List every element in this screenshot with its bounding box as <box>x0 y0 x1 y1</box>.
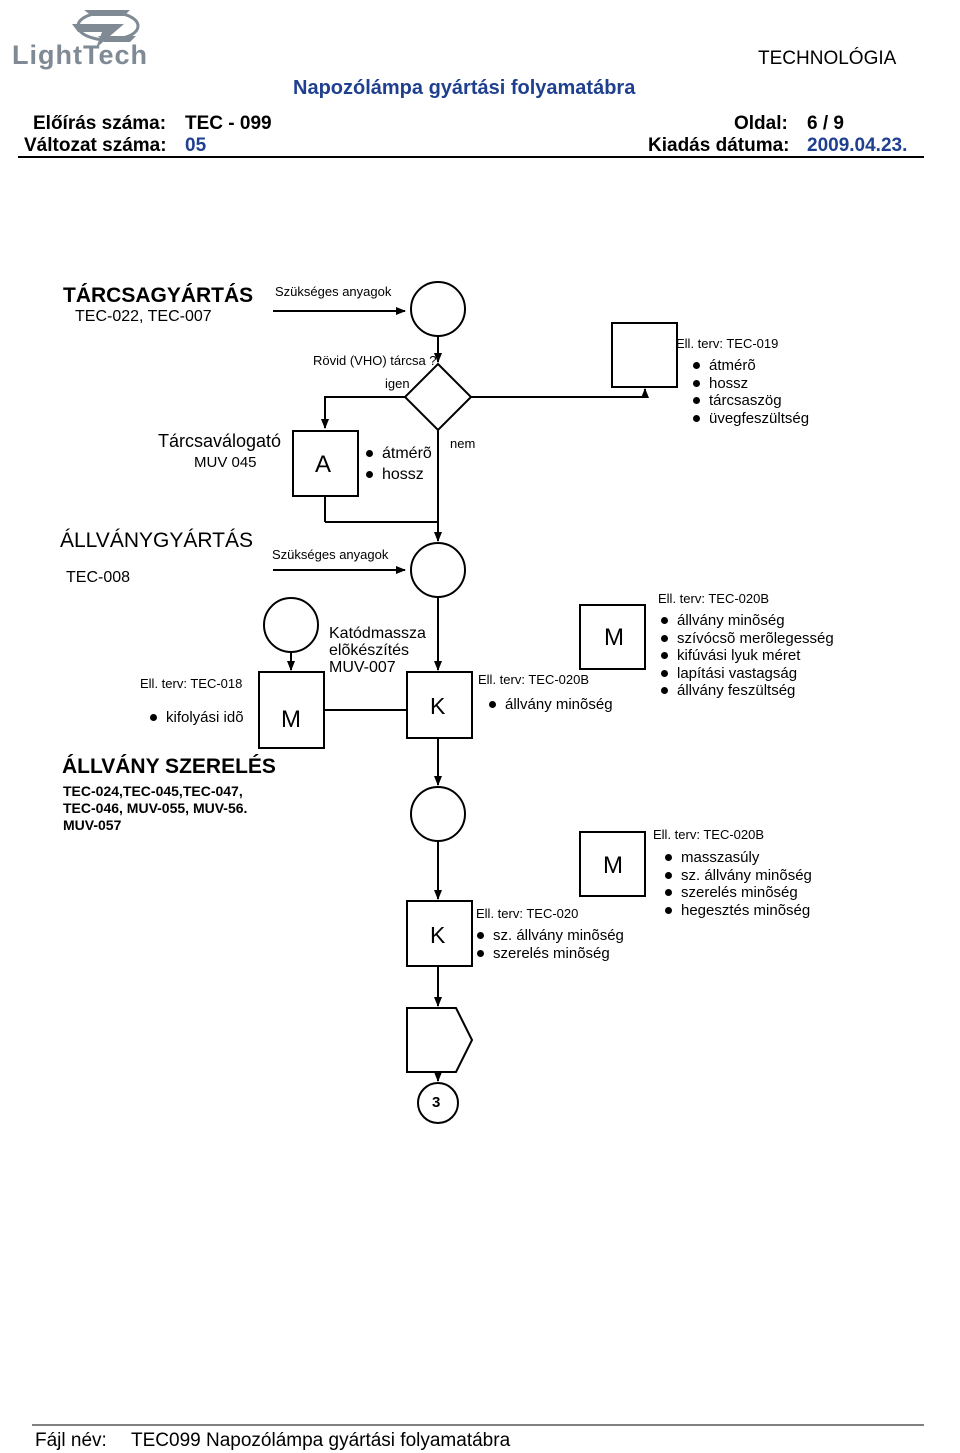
cathode-line: elõkészítés <box>329 642 410 659</box>
k-check-item: sz. állvány minõség <box>477 927 624 945</box>
k-symbol-1: K <box>430 693 446 719</box>
section3-title: ÁLLVÁNY SZERELÉS <box>62 755 276 778</box>
right-plan-label: Ell. terv: TEC-020B <box>658 591 770 606</box>
left-check-item: kifolyási idõ <box>150 709 244 727</box>
a-checklist: átmérõ hossz <box>366 443 432 485</box>
plan-label-1: Ell. terv: TEC-019 <box>676 336 779 351</box>
inspection-branch <box>471 388 649 398</box>
issue-date-label: Kiadás dátuma: <box>648 135 790 156</box>
m-check-item: sz. állvány minõség <box>665 867 812 885</box>
section1-materials: Szükséges anyagok <box>275 284 392 299</box>
logo-text: LightTech <box>12 40 148 70</box>
section3-ref-line: TEC-046, MUV-055, MUV-56. <box>63 800 248 816</box>
k-checklist-1: állvány minõség <box>489 696 613 714</box>
m-left-symbol: M <box>281 706 301 733</box>
a-check-item: átmérõ <box>366 443 432 464</box>
plan-check-item: hossz <box>693 375 809 393</box>
section2-ref: TEC-008 <box>66 569 131 586</box>
cathode-line: Katódmassza <box>329 625 426 642</box>
page-label: Oldal: <box>734 113 788 134</box>
section3-ref-line: MUV-057 <box>63 817 122 833</box>
connector-circle <box>417 1082 459 1124</box>
a-symbol: A <box>315 451 332 478</box>
left-plan-label: Ell. terv: TEC-018 <box>140 676 243 691</box>
section2-title: ÁLLVÁNYGYÁRTÁS <box>60 529 253 552</box>
logo: LightTech <box>12 2 182 72</box>
a-check-item: hossz <box>366 464 432 485</box>
right-checklist: állvány minõség szívócsõ merõlegesség ki… <box>661 612 834 700</box>
m-check-item: masszasúly <box>665 849 812 867</box>
spec-no-value: TEC - 099 <box>185 113 272 134</box>
k-box-2 <box>406 900 473 967</box>
plan-check-item: üvegfeszültség <box>693 410 809 428</box>
inspection-box-1 <box>611 322 678 388</box>
plan-check-item: átmérõ <box>693 357 809 375</box>
issue-date-value: 2009.04.23. <box>807 135 908 156</box>
m-symbol-2: M <box>603 852 623 879</box>
m-plan-label-2: Ell. terv: TEC-020B <box>653 827 765 842</box>
transport-arrow <box>406 1007 474 1073</box>
m-box-2 <box>579 831 646 897</box>
version-label: Változat száma: <box>24 135 167 156</box>
left-checklist: kifolyási idõ <box>150 709 244 727</box>
decision-question: Rövid (VHO) tárcsa ? <box>313 353 437 368</box>
m-right-symbol: M <box>604 624 624 651</box>
k-symbol-2: K <box>430 922 446 948</box>
logo-mark-icon <box>72 10 140 48</box>
right-check-item: kifúvási lyuk méret <box>661 647 834 665</box>
k-check-item: szerelés minõség <box>477 945 624 963</box>
process-circle-2 <box>410 542 466 598</box>
right-check-item: lapítási vastagság <box>661 665 834 683</box>
decision-diamond <box>403 362 473 432</box>
doc-title: Napozólámpa gyártási folyamatábra <box>293 77 636 99</box>
section3-refs: TEC-024,TEC-045,TEC-047, TEC-046, MUV-05… <box>63 783 247 834</box>
k-check-item: állvány minõség <box>489 696 613 714</box>
right-check-item: állvány minõség <box>661 612 834 630</box>
section3-ref-line: TEC-024,TEC-045,TEC-047, <box>63 783 243 799</box>
process-circle-3 <box>410 786 466 842</box>
page-value: 6 / 9 <box>807 113 844 134</box>
technology-label: TECHNOLÓGIA <box>758 48 897 69</box>
cathode-label: Katódmassza elõkészítés MUV-007 <box>329 625 426 676</box>
cathode-line: MUV-007 <box>329 659 396 676</box>
m-check-item: szerelés minõség <box>665 884 812 902</box>
version-value: 05 <box>185 135 207 156</box>
yes-branch <box>321 396 405 429</box>
m-circle-left <box>263 597 319 653</box>
right-check-item: állvány feszültség <box>661 682 834 700</box>
plan-check-item: tárcsaszög <box>693 392 809 410</box>
right-check-item: szívócsõ merõlegesség <box>661 630 834 648</box>
process-circle-1 <box>410 281 466 337</box>
k-box-1 <box>406 671 473 739</box>
no-label: nem <box>450 436 476 451</box>
section1-title: TÁRCSAGYÁRTÁS <box>63 284 254 307</box>
section2-materials: Szükséges anyagok <box>272 547 389 562</box>
m-check-item: hegesztés minõség <box>665 902 812 920</box>
sort-ref: MUV 045 <box>194 454 257 471</box>
plan-checklist-1: átmérõ hossz tárcsaszög üvegfeszültség <box>693 357 809 427</box>
footer-file-name: TEC099 Napozólámpa gyártási folyamatábra <box>131 1430 511 1451</box>
yes-label: igen <box>385 376 410 391</box>
m-checklist-2: masszasúly sz. állvány minõség szerelés … <box>665 849 812 919</box>
footer-file-label: Fájl név: <box>35 1430 107 1451</box>
k-plan-label-1: Ell. terv: TEC-020B <box>478 672 590 687</box>
section1-refs: TEC-022, TEC-007 <box>75 308 212 325</box>
connector-label: 3 <box>432 1094 441 1111</box>
m-box-left <box>258 671 325 749</box>
k-plan-label-2: Ell. terv: TEC-020 <box>476 906 579 921</box>
k-checklist-2: sz. állvány minõség szerelés minõség <box>477 927 624 962</box>
a-box <box>292 430 359 497</box>
sort-label: Tárcsaválogató <box>158 431 282 451</box>
m-box-right <box>579 604 646 670</box>
spec-no-label: Előírás száma: <box>33 113 167 134</box>
